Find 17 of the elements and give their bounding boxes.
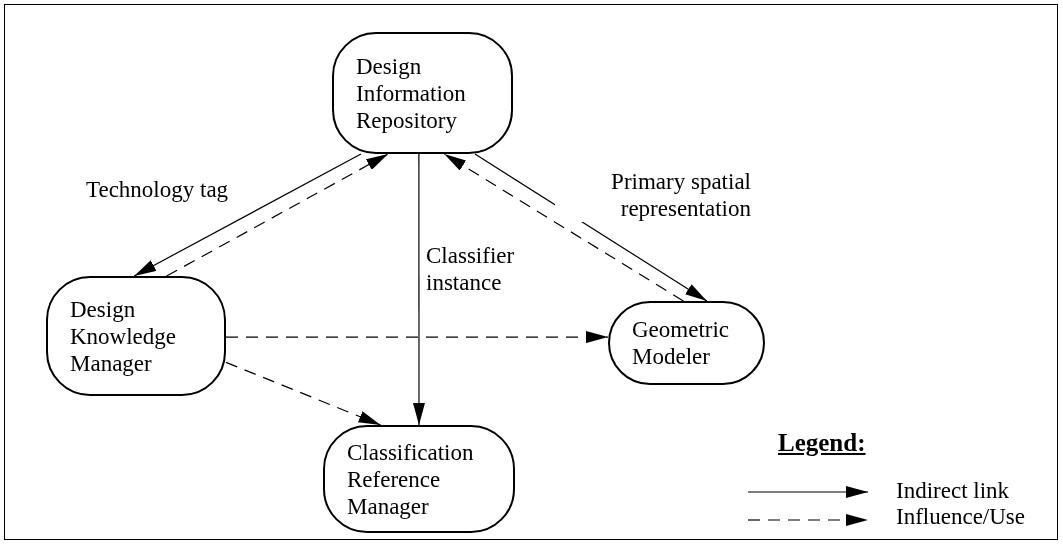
- node-label: Geometric Modeler: [632, 316, 731, 370]
- rounded-box: [46, 276, 226, 396]
- node-label: Design Information Repository: [356, 52, 467, 134]
- legend-title: Legend:: [778, 428, 866, 458]
- rounded-box: [332, 32, 513, 154]
- dashed-arrow: [166, 153, 389, 277]
- dashed-arrow: [443, 153, 684, 302]
- dashed-arrow: [225, 361, 382, 426]
- legend-label: Influence/Use: [896, 504, 1025, 530]
- arrow: [133, 153, 362, 277]
- legend-label: Indirect link: [896, 478, 1010, 504]
- rounded-box: [323, 425, 515, 533]
- node-label: Classification Reference Manager: [347, 438, 475, 520]
- dashed-arrow: [225, 331, 609, 344]
- arrow: [474, 153, 708, 302]
- node-label: Design Knowledge Manager: [70, 295, 178, 377]
- arrow: [413, 153, 425, 426]
